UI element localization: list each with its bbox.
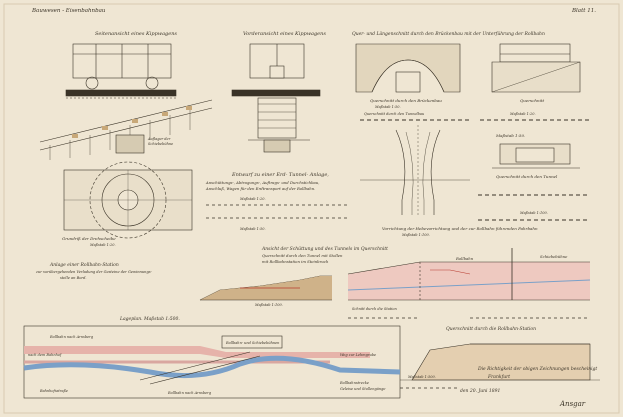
svg-text:Auflager der: Auflager der	[147, 137, 171, 141]
svg-text:Maßstab 1:100.: Maßstab 1:100.	[519, 211, 548, 215]
svg-text:Die Richtigkeit der obigen Zei: Die Richtigkeit der obigen Zeichnungen b…	[477, 366, 597, 372]
tunnel-shaft: Vorrichtung der Hebevorrichtung und der …	[360, 125, 538, 237]
svg-text:nach dem Bahnhof: nach dem Bahnhof	[28, 353, 62, 357]
wagon-front-view: Seitenansicht eines Kippwagens Auflager …	[39, 31, 213, 160]
svg-text:Maßstab 1:50.: Maßstab 1:50.	[374, 105, 401, 109]
svg-text:stelle an Bord.: stelle an Bord.	[60, 276, 87, 280]
turntable-plan: Grundriß der Drehscheibe Maßstab 1:20.	[62, 161, 193, 247]
svg-text:den 20. Juni 1891: den 20. Juni 1891	[460, 388, 500, 394]
svg-text:Rollbahn nach Arnsberg: Rollbahn nach Arnsberg	[49, 335, 94, 339]
svg-text:Rollbahn nach Arnsberg: Rollbahn nach Arnsberg	[167, 391, 212, 395]
wagon-side-title: Vorderansicht eines Kippwagens	[243, 31, 326, 37]
svg-text:Querschnitt durch die Rollbahn: Querschnitt durch die Rollbahn-Station	[446, 326, 536, 332]
turntable-title: Grundriß der Drehscheibe	[62, 236, 116, 241]
svg-text:Bahnhofsstraße: Bahnhofsstraße	[39, 389, 68, 393]
svg-text:Entwurf zu einer Erd- Tunnel-: Entwurf zu einer Erd- Tunnel- Anlage,	[231, 172, 329, 178]
svg-text:Frankfurt: Frankfurt	[487, 374, 510, 380]
svg-text:Anschluß, Wagen für den Erdtra: Anschluß, Wagen für den Erdtransport auf…	[205, 186, 315, 191]
svg-text:Maßstab 1:20.: Maßstab 1:20.	[239, 197, 266, 201]
svg-text:Weg zur Lehmgrube: Weg zur Lehmgrube	[340, 353, 376, 357]
svg-text:Maßstab 1:50.: Maßstab 1:50.	[239, 227, 266, 231]
svg-text:Maßstab 1:100.: Maßstab 1:100.	[254, 303, 283, 307]
wagon-front-title: Seitenansicht eines Kippwagens	[95, 31, 177, 37]
station-cross-section: Querschnitt durch die Rollbahn-Station M…	[400, 326, 600, 389]
svg-text:Maßstab 1:100.: Maßstab 1:100.	[401, 233, 430, 237]
svg-text:Anlage einer Rollbahn-Station: Anlage einer Rollbahn-Station	[49, 262, 119, 268]
svg-text:zur vorübergehenden Verladung: zur vorübergehenden Verladung der Gestei…	[35, 270, 153, 274]
site-plan-title: Lageplan. Maßstab 1:500.	[119, 316, 180, 322]
svg-text:Rollbahn: Rollbahn	[455, 256, 474, 261]
svg-text:Rollbahn- und Schiebebühnen: Rollbahn- und Schiebebühnen	[225, 341, 280, 345]
svg-text:mit Rollbahnstation im Steinbr: mit Rollbahnstation im Steinbruch	[262, 259, 329, 264]
svg-text:Querschnitt: Querschnitt	[520, 98, 544, 103]
svg-text:Maßstab 1:50.: Maßstab 1:50.	[495, 133, 525, 138]
signature-block: Die Richtigkeit der obigen Zeichnungen b…	[460, 366, 597, 408]
svg-text:Maßstab 1:500.: Maßstab 1:500.	[407, 375, 436, 379]
profile-section: Ansicht der Schüttung und des Tunnels im…	[199, 246, 388, 307]
svg-text:Schnitt durch die Station: Schnitt durch die Station	[352, 307, 397, 311]
signature: Ansgar	[559, 400, 586, 408]
header-left: Bauwesen - Eisenbahnbau	[31, 8, 106, 14]
loading-text: Anlage einer Rollbahn-Station zur vorübe…	[35, 262, 153, 280]
svg-text:Querschnitt durch den Tunnel: Querschnitt durch den Tunnel	[496, 174, 558, 179]
svg-text:Maßstab 1:20.: Maßstab 1:20.	[89, 243, 116, 247]
svg-text:Querschnitt durch den Tunnelba: Querschnitt durch den Tunnelbau	[364, 112, 425, 116]
svg-text:Ansicht der Schüttung und des: Ansicht der Schüttung und des Tunnels im…	[261, 246, 388, 252]
bridge-scale: Querschnitt durch den Brückenbau	[370, 98, 442, 103]
right-section: Maßstab 1:50. Querschnitt durch den Tunn…	[478, 133, 590, 221]
svg-text:Anschüttungs-, Abtragungs-, Au: Anschüttungs-, Abtragungs-, Auftrags- un…	[205, 180, 319, 185]
bridge-title: Quer- und Längenschnitt durch den Brücke…	[352, 31, 545, 37]
header-right: Blatt 11.	[571, 8, 596, 14]
svg-text:Querschnitt durch den Tunnel m: Querschnitt durch den Tunnel mit Stollen	[262, 253, 343, 258]
long-profile: Rollbahn Schiebebühne Schnitt durch die …	[347, 248, 591, 319]
site-plan: Lageplan. Maßstab 1:500. Rollbahn- und S…	[23, 316, 401, 399]
svg-text:Rollbahnstrecke: Rollbahnstrecke	[339, 381, 369, 385]
project-text: Entwurf zu einer Erd- Tunnel- Anlage, An…	[205, 172, 350, 231]
approach-plan-title: Vorrichtung der Hebevorrichtung und der …	[382, 226, 538, 231]
svg-text:Maßstab 1:20.: Maßstab 1:20.	[509, 112, 536, 116]
wagon-side-view: Vorderansicht eines Kippwagens	[231, 31, 326, 153]
svg-text:Geleise und Stollengänge: Geleise und Stollengänge	[340, 387, 385, 391]
bridge-section: Quer- und Längenschnitt durch den Brücke…	[352, 31, 590, 121]
svg-text:Schiebebühne: Schiebebühne	[148, 142, 173, 146]
svg-text:Schiebebühne: Schiebebühne	[540, 254, 568, 259]
